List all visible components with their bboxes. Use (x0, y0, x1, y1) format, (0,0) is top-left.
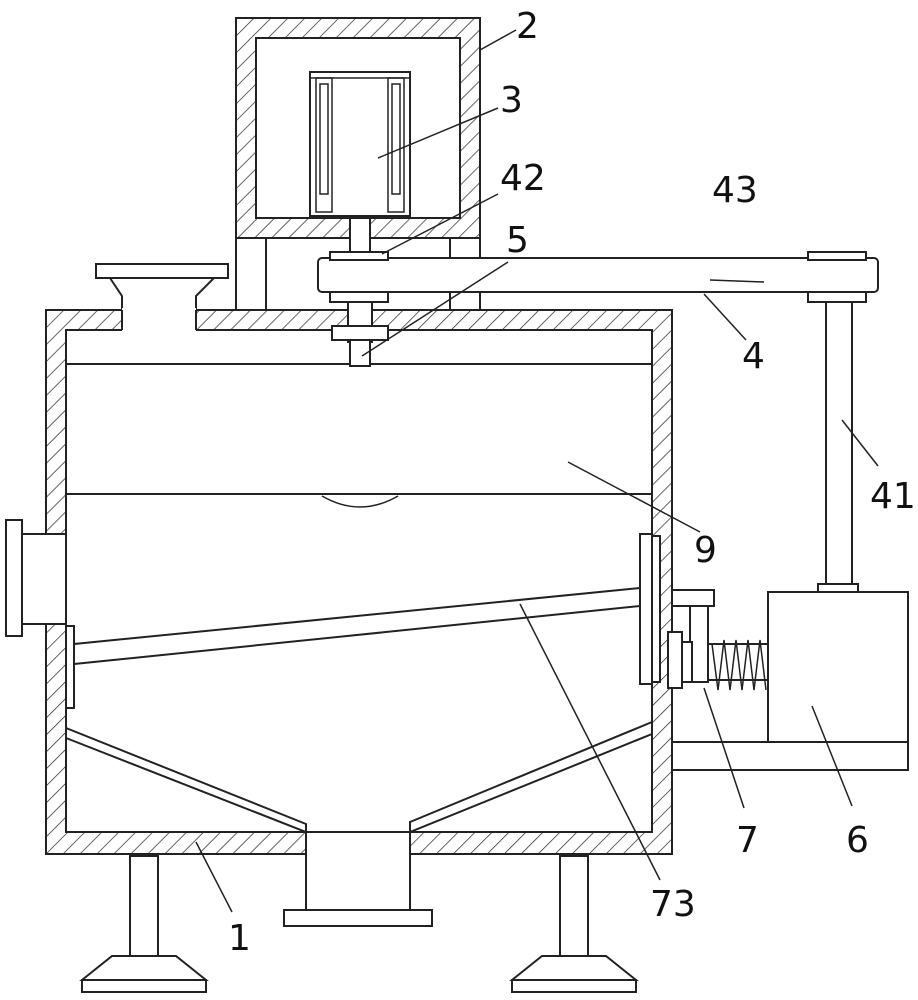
label-vertical-shaft: 41 (870, 476, 916, 517)
label-housing: 1 (228, 918, 251, 959)
label-motor: 3 (500, 80, 523, 121)
side-port (5, 519, 75, 709)
drive-assembly (667, 589, 909, 771)
label-pulley: 42 (500, 158, 546, 199)
label-shaft: 5 (506, 220, 529, 261)
leader-lines (195, 29, 879, 913)
label-motor-box: 2 (516, 6, 539, 47)
bottom-outlet (283, 831, 433, 927)
label-screen-plate: 9 (694, 530, 717, 571)
housing (45, 308, 673, 856)
vertical-shaft (817, 301, 859, 595)
reference-labels: 2 3 42 5 43 4 41 9 7 6 73 1 (228, 6, 916, 959)
center-shaft (331, 301, 389, 367)
label-belt-frame: 43 (712, 170, 758, 211)
legs (79, 855, 639, 993)
label-sieve: 73 (650, 884, 696, 925)
label-belt: 4 (742, 336, 765, 377)
label-spring: 7 (736, 820, 759, 861)
belt-arm (317, 251, 879, 303)
sieve-plate (73, 533, 661, 685)
hopper (65, 720, 653, 834)
label-drive-box: 6 (846, 820, 869, 861)
motor (309, 71, 411, 257)
